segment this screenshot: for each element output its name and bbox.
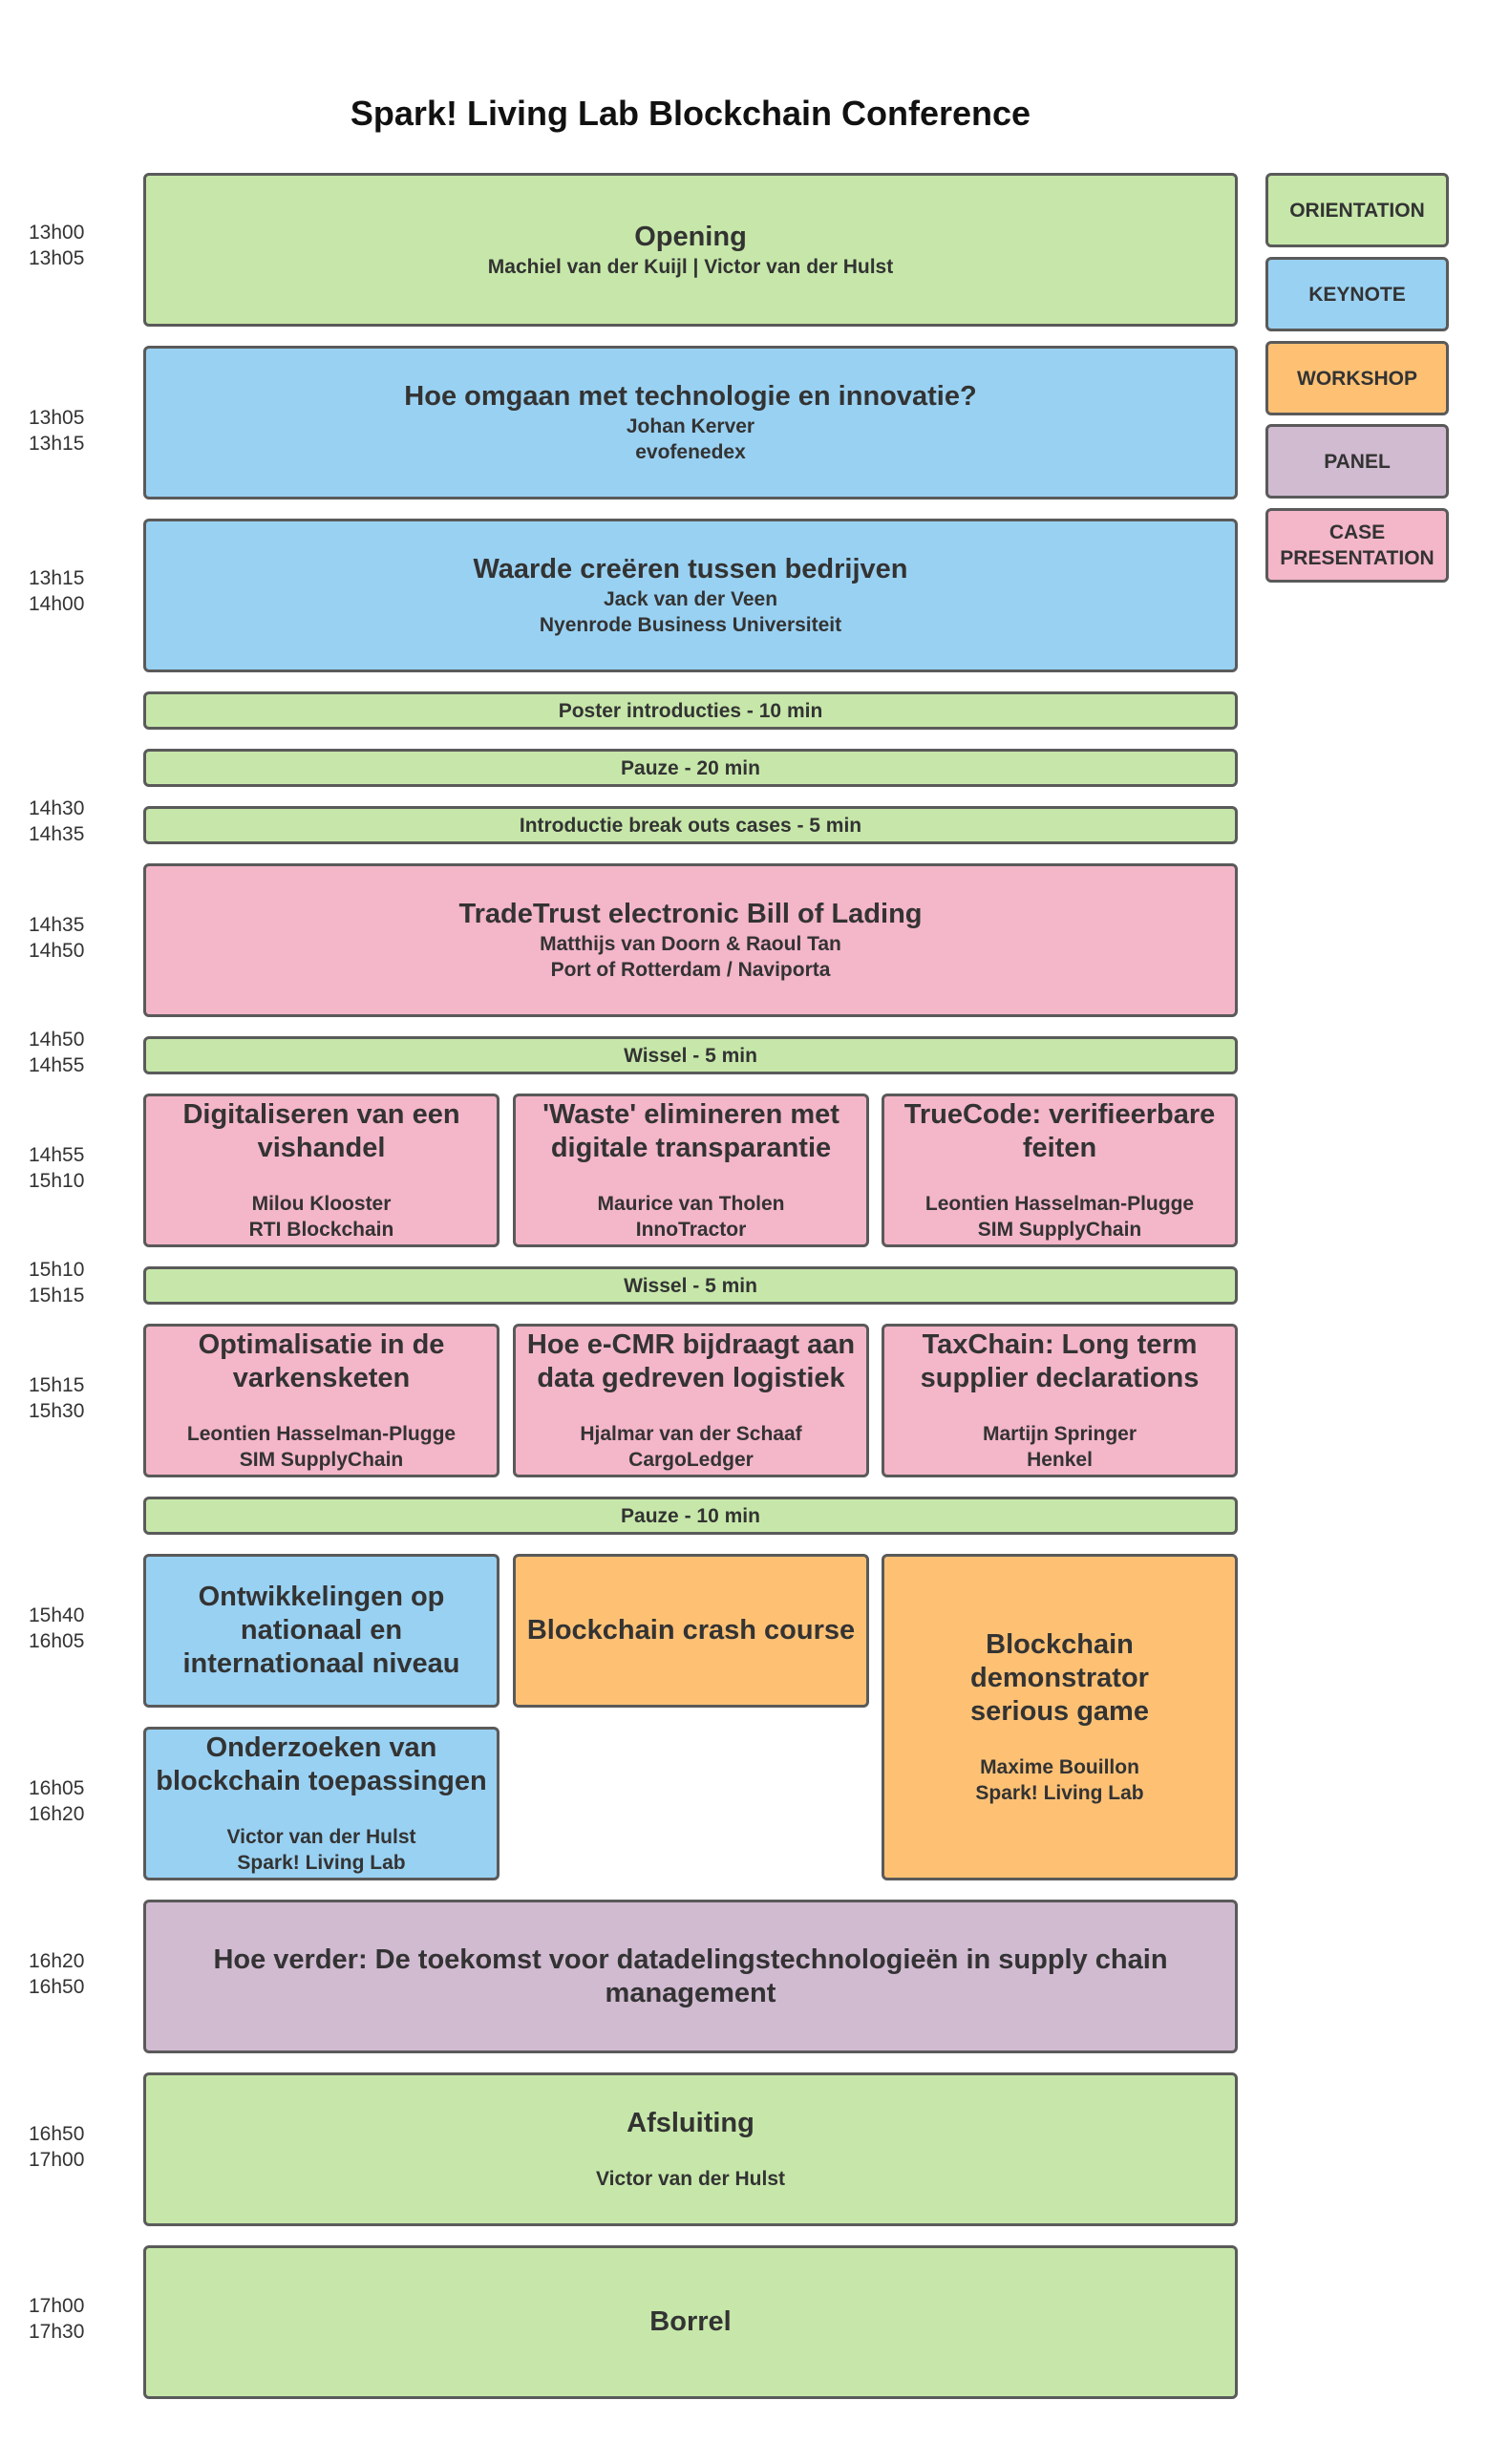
legend-label: PRESENTATION xyxy=(1280,547,1435,569)
bar-wissel-1: Wissel - 5 min xyxy=(143,1036,1238,1074)
session-onderzoeken: Onderzoeken van blockchain toepassingen … xyxy=(143,1727,499,1880)
session-organization: InnoTractor xyxy=(635,1219,747,1241)
session-waarde: Waarde creëren tussen bedrijven Jack van… xyxy=(143,519,1238,672)
legend-label: KEYNOTE xyxy=(1308,283,1406,306)
bar-introductie-break-outs: Introductie break outs cases - 5 min xyxy=(143,806,1238,844)
session-organization: SIM SupplyChain xyxy=(239,1449,404,1471)
session-serious-game: Blockchain demonstrator serious game Max… xyxy=(882,1554,1238,1880)
session-speaker: Johan Kerver xyxy=(626,415,755,437)
bar-wissel-2: Wissel - 5 min xyxy=(143,1266,1238,1305)
session-organization: SIM SupplyChain xyxy=(977,1219,1142,1241)
session-organization: CargoLedger xyxy=(628,1449,754,1471)
session-organization: Henkel xyxy=(1027,1449,1093,1471)
session-truecode: TrueCode: verifieerbare feiten Leontien … xyxy=(882,1094,1238,1247)
session-organization: evofenedex xyxy=(635,441,746,463)
legend-keynote: KEYNOTE xyxy=(1265,257,1449,331)
session-speaker: Maxime Bouillon xyxy=(980,1756,1139,1778)
legend-orientation: ORIENTATION xyxy=(1265,173,1449,247)
legend-label: WORKSHOP xyxy=(1297,367,1417,390)
session-afsluiting: Afsluiting Victor van der Hulst xyxy=(143,2072,1238,2226)
session-speaker: Maurice van Tholen xyxy=(597,1193,785,1215)
session-speaker: Leontien Hasselman-Plugge xyxy=(186,1423,457,1445)
session-title: Waarde creëren tussen bedrijven xyxy=(473,554,908,584)
session-varkensketen: Optimalisatie in de varkensketen Leontie… xyxy=(143,1324,499,1477)
session-speaker: Martijn Springer xyxy=(982,1423,1137,1445)
legend-workshop: WORKSHOP xyxy=(1265,341,1449,415)
session-speaker: Leontien Hasselman-Plugge xyxy=(925,1193,1195,1215)
session-speaker: Milou Klooster xyxy=(251,1193,392,1215)
session-tradetrust: TradeTrust electronic Bill of Lading Mat… xyxy=(143,863,1238,1017)
session-speaker: Hjalmar van der Schaaf xyxy=(580,1423,802,1445)
session-technologie: Hoe omgaan met technologie en innovatie?… xyxy=(143,346,1238,499)
session-borrel: Borrel xyxy=(143,2245,1238,2399)
session-ontwikkelingen: Ontwikkelingen op nationaal en internati… xyxy=(143,1554,499,1708)
session-title: Borrel xyxy=(649,2306,732,2337)
page-title: Spark! Living Lab Blockchain Conference xyxy=(350,94,1031,133)
session-speaker: Machiel van der Kuijl | Victor van der H… xyxy=(487,255,894,278)
session-title: TradeTrust electronic Bill of Lading xyxy=(458,899,923,929)
session-organization: Spark! Living Lab xyxy=(237,1852,406,1874)
session-organization: Spark! Living Lab xyxy=(975,1782,1144,1804)
session-speaker: Victor van der Hulst xyxy=(595,2168,785,2190)
legend-label: PANEL xyxy=(1324,450,1391,473)
bar-poster-introducties: Poster introducties - 10 min xyxy=(143,691,1238,730)
session-speaker: Victor van der Hulst xyxy=(226,1826,416,1848)
session-taxchain: TaxChain: Long term supplier declaration… xyxy=(882,1324,1238,1477)
bar-pauze-20: Pauze - 20 min xyxy=(143,749,1238,787)
session-hoe-verder: Hoe verder: De toekomst voor datadelings… xyxy=(143,1900,1238,2053)
session-speaker: Jack van der Veen xyxy=(603,588,778,610)
session-crash-course: Blockchain crash course xyxy=(513,1554,869,1708)
session-title: Afsluiting xyxy=(627,2108,754,2138)
session-vishandel: Digitaliseren van een vishandel Milou Kl… xyxy=(143,1094,499,1247)
session-organization: Nyenrode Business Universiteit xyxy=(539,614,842,636)
legend-case-presentation: CASE PRESENTATION xyxy=(1265,508,1449,583)
session-opening: Opening Machiel van der Kuijl | Victor v… xyxy=(143,173,1238,327)
session-organization: RTI Blockchain xyxy=(248,1219,394,1241)
bar-pauze-10: Pauze - 10 min xyxy=(143,1497,1238,1535)
legend-label: CASE xyxy=(1328,521,1386,543)
session-title: Opening xyxy=(634,221,747,252)
legend-panel: PANEL xyxy=(1265,424,1449,499)
legend-label: ORIENTATION xyxy=(1289,199,1425,222)
session-speaker: Matthijs van Doorn & Raoul Tan xyxy=(540,933,841,955)
session-waste: 'Waste' elimineren met digitale transpar… xyxy=(513,1094,869,1247)
session-organization: Port of Rotterdam / Naviporta xyxy=(550,959,831,981)
session-ecmr: Hoe e-CMR bijdraagt aan data gedreven lo… xyxy=(513,1324,869,1477)
session-title: Hoe omgaan met technologie en innovatie? xyxy=(404,381,977,412)
